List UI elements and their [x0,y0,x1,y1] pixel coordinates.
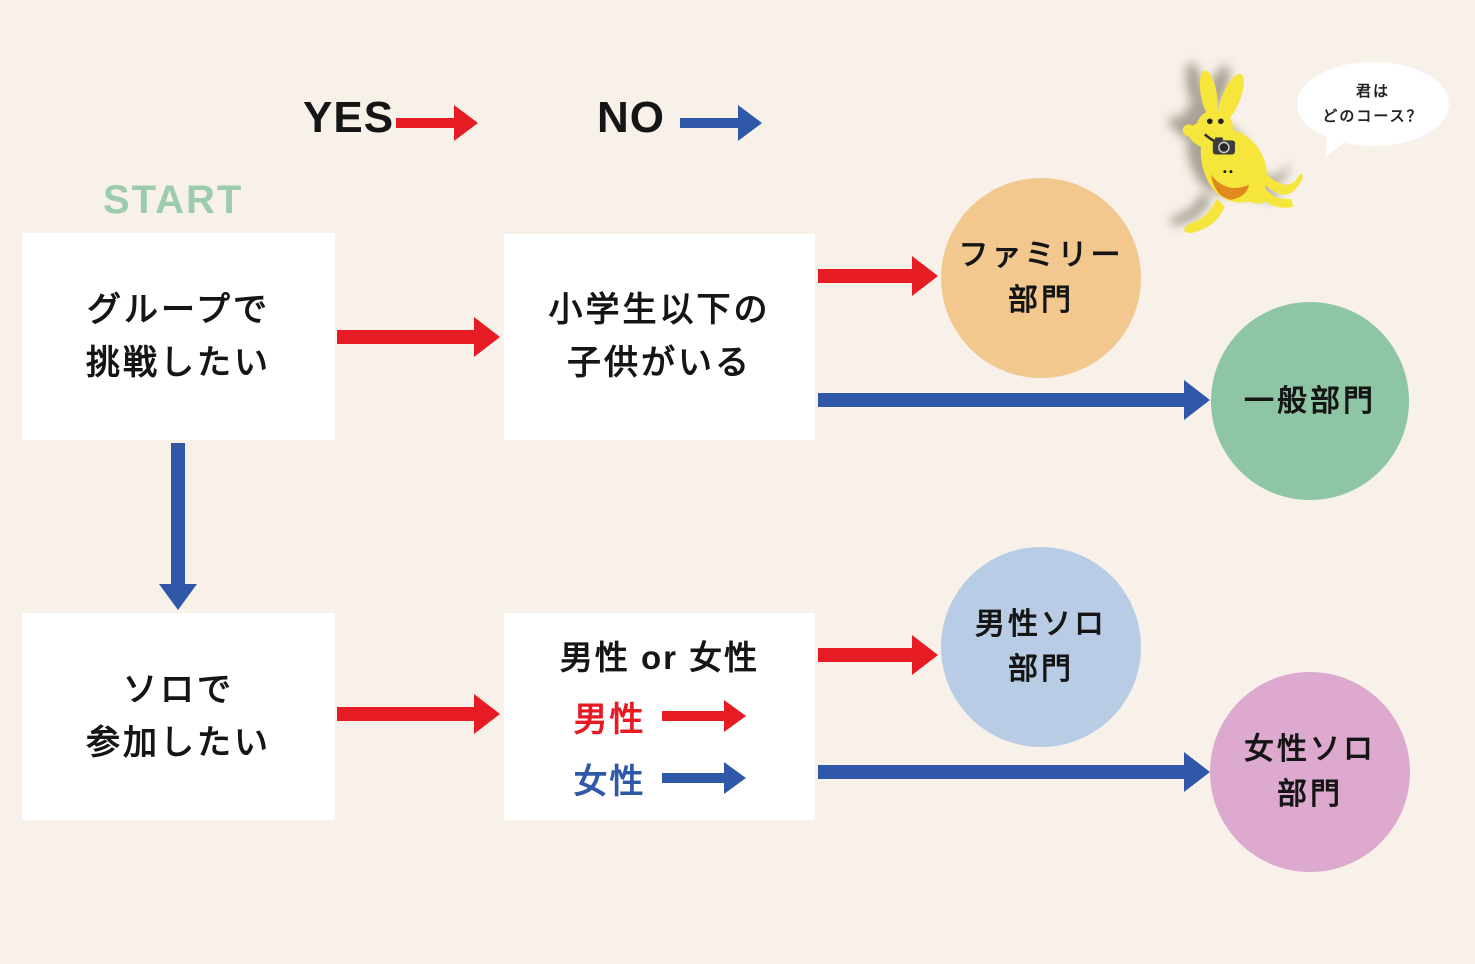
node-text-line: 子供がいる [567,344,752,382]
arrow-kids-to-general-no [818,380,1210,420]
result-male-solo-division: 男性ソロ 部門 [941,547,1141,747]
result-female-solo-division: 女性ソロ 部門 [1210,672,1410,872]
arrow-group-to-kids-yes [337,317,500,357]
node-gender-question: 男性 or 女性 男性 女性 [504,613,815,820]
circle-text-line: 女性ソロ [1244,733,1376,766]
circle-text-line: ファミリー [958,239,1124,272]
circle-text-line: 部門 [1008,284,1074,317]
legend-yes-arrow-icon [396,105,478,141]
circle-text-line: 部門 [1008,653,1074,686]
node-text-line: 挑戦したい [86,343,271,382]
gender-female-row: 女性 [574,754,746,803]
circle-text-line: 部門 [1277,778,1343,811]
node-kids-question: 小学生以下の 子供がいる [504,234,815,440]
speech-text-line: 君は [1355,82,1390,100]
circle-text-line: 男性ソロ [975,608,1107,641]
arrow-gender-to-male-solo [818,635,938,675]
result-family-division: ファミリー 部門 [941,178,1141,378]
node-group-challenge: グループで 挑戦したい [22,233,335,440]
node-text-line: グループで [87,290,270,329]
gender-male-row: 男性 [574,692,746,741]
arrow-kids-to-family-yes [818,256,938,296]
gender-title: 男性 or 女性 [559,638,760,676]
arrow-gender-to-female-solo [818,752,1210,792]
result-general-division: 一般部門 [1211,302,1409,500]
gender-male-label: 男性 [573,700,646,739]
node-solo-participate: ソロで 参加したい [22,613,335,820]
start-label: START [103,178,244,222]
speech-bubble: 君は どのコース？ [1297,62,1449,146]
legend-no-arrow-icon [680,105,762,141]
speech-text-line: どのコース？ [1322,108,1424,125]
arrow-solo-to-gender-yes [337,694,500,734]
kangaroo-mascot-icon [1182,70,1303,233]
female-arrow-icon [661,762,746,794]
node-text-line: ソロで [123,670,234,709]
legend-yes-label: YES [303,93,395,142]
node-text-line: 小学生以下の [548,291,771,330]
node-text-line: 参加したい [86,723,271,762]
legend-no-label: NO [597,93,665,142]
arrow-group-to-solo-no [159,443,197,610]
male-arrow-icon [661,700,746,732]
gender-female-label: 女性 [573,762,646,801]
circle-text-line: 一般部門 [1244,384,1376,418]
